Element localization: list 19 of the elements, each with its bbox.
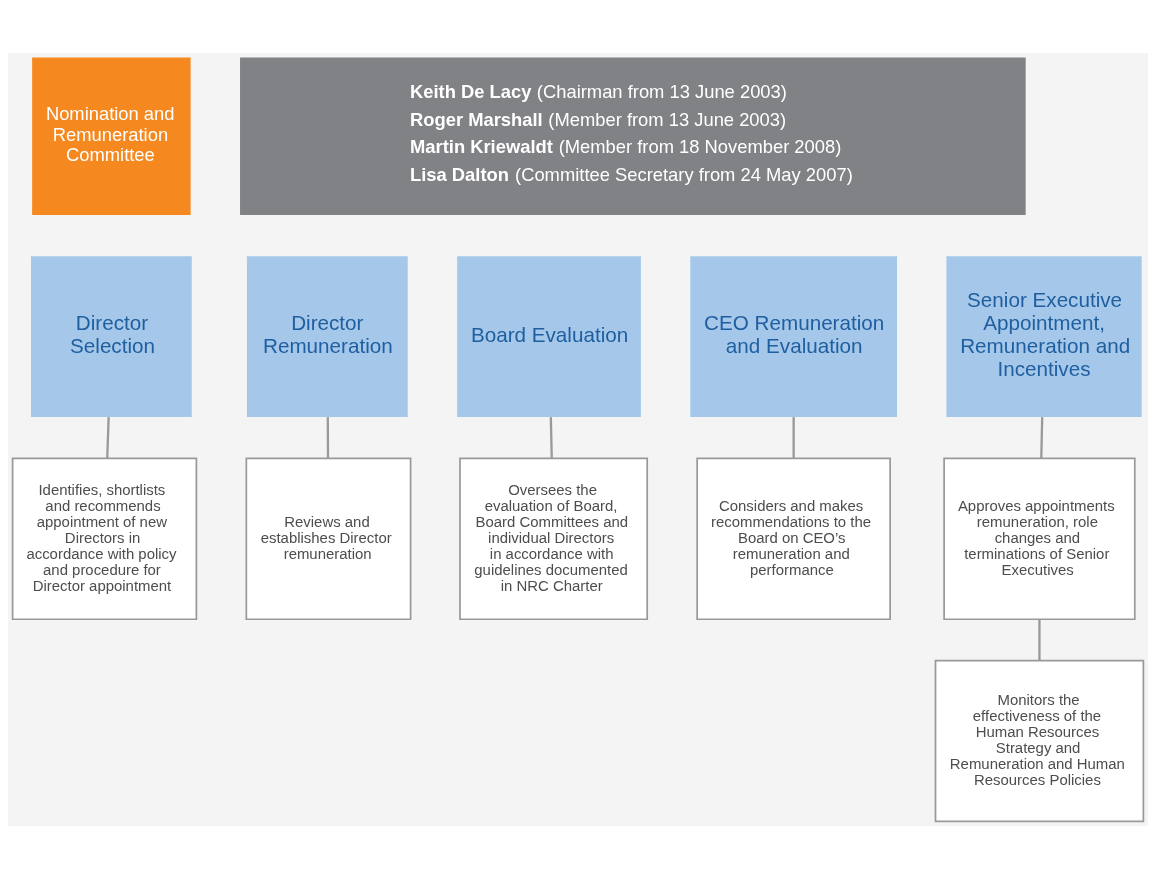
- node-box: Considers and makes recommendations to the Board on CEO’s remuneration and performance: [696, 457, 891, 621]
- node-box: Senior Executive Appointment, Remuneration and Incentives: [946, 256, 1142, 418]
- node-box: Director Selection: [31, 256, 192, 418]
- node-box: Approves appointments remuneration, role changes and terminations of Senior Executives: [943, 457, 1136, 621]
- node-box: Reviews and establishes Director remuneration: [245, 457, 412, 621]
- connector: [549, 417, 553, 459]
- connector: [792, 417, 795, 459]
- connector: [326, 417, 330, 459]
- node-box: Monitors the effectiveness of the Human Resources Strategy and Remuneration and Human Resources Policies: [934, 659, 1145, 823]
- node-box: Oversees the evaluation of Board, Board Committees and individual Directors in accordance with guidelines documented in NRC Charter: [459, 457, 649, 621]
- connector: [1040, 417, 1044, 459]
- node-box: CEO Remuneration and Evaluation: [690, 256, 897, 418]
- node-box: Board Evaluation: [457, 256, 641, 418]
- connector: [106, 417, 110, 459]
- connector: [1038, 619, 1041, 661]
- node-box: Nomination and Remuneration Committee: [32, 57, 191, 215]
- node-box: Director Remuneration: [246, 256, 408, 418]
- node-box: Keith De Lacy (Chairman from 13 June 2003) Roger Marshall (Member from 13 June 2003) Martin Kriewaldt (Member from 18 November 2008) Lisa Dalton (Committee Secretary from 24 May 2007): [240, 57, 1026, 215]
- node-box: Identifies, shortlists and recommends appointment of new Directors in accordance with policy and procedure for Director appointment: [11, 457, 198, 621]
